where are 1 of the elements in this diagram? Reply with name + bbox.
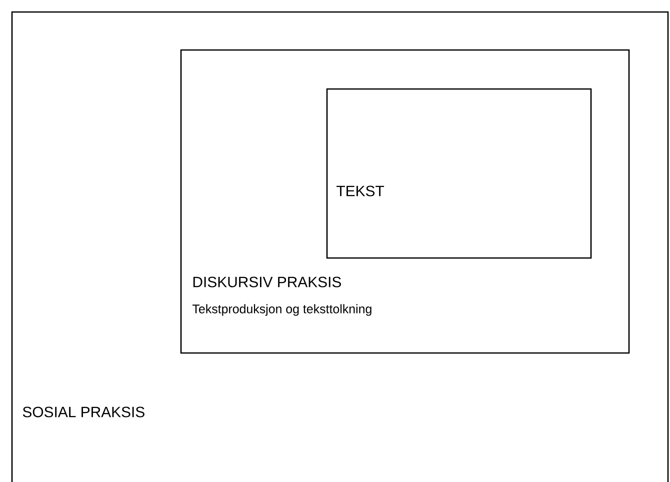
nested-box: TEKST xyxy=(326,88,592,259)
